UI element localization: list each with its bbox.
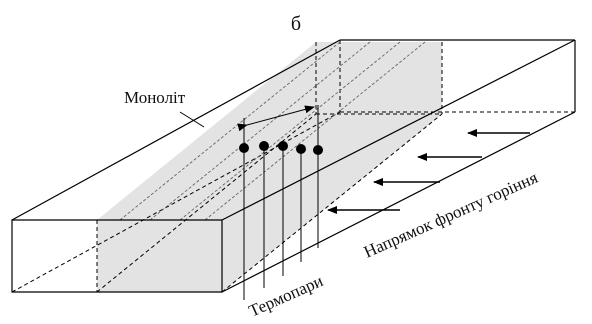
thermocouple-probe — [278, 141, 288, 276]
section-plane-right — [222, 42, 442, 292]
box-edges — [11, 39, 576, 293]
thermocouple-probe — [313, 145, 323, 248]
thermocouple-probe — [296, 144, 306, 262]
thermocouples — [239, 141, 323, 300]
spacing-dimension — [237, 105, 319, 145]
front-direction-arrows — [327, 129, 530, 214]
thermocouple-probe — [239, 143, 249, 300]
section-plane-front — [97, 220, 222, 292]
thermocouple-probe — [259, 141, 269, 288]
thermocouples-label: Термопари — [246, 271, 326, 321]
panel-letter: б — [291, 13, 301, 35]
monolith-label: Моноліт — [124, 88, 186, 107]
monolith-leader-line — [179, 111, 205, 128]
